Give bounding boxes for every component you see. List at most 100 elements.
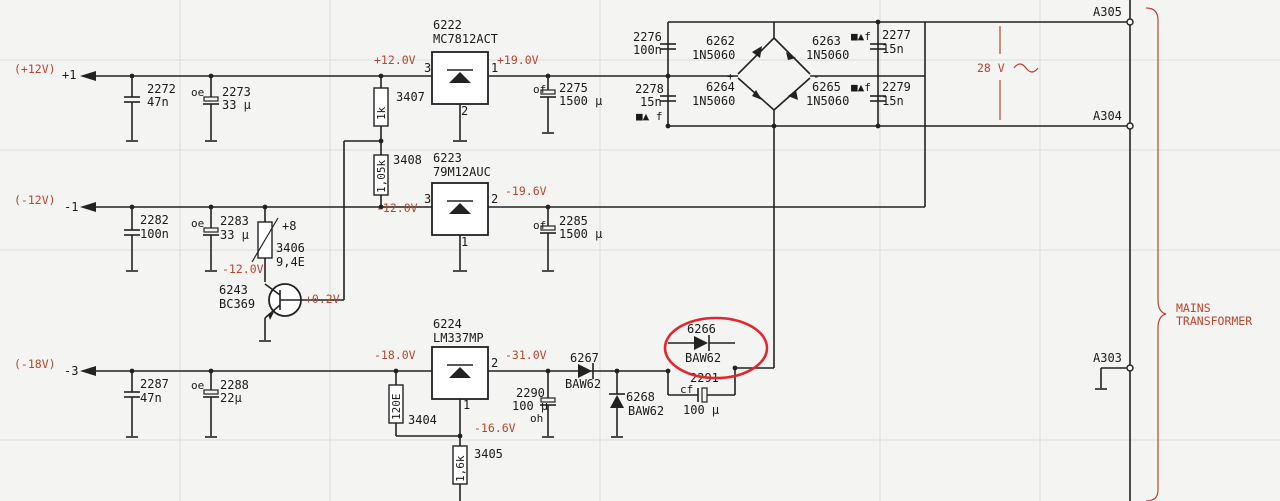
arrow-plus12 xyxy=(80,71,96,81)
output-minus18-label: (-18V) xyxy=(14,357,56,371)
output-plus12-pin: +1 xyxy=(62,68,76,82)
diode-6268: 6268 BAW62 xyxy=(609,371,664,438)
capacitor-2272: 2272 47n xyxy=(124,76,176,142)
arrow-minus18 xyxy=(80,366,96,376)
svg-text:oе: oе xyxy=(191,379,204,392)
diode-6262-part: 1N5060 xyxy=(692,48,735,62)
capacitor-2287: 2287 47n xyxy=(124,371,169,438)
svg-text:■▲f: ■▲f xyxy=(851,81,871,94)
svg-text:BAW62: BAW62 xyxy=(685,351,721,365)
svg-text:1500 μ: 1500 μ xyxy=(559,94,602,108)
resistor-3407: 1k 3407 xyxy=(373,76,425,155)
svg-text:47n: 47n xyxy=(140,391,162,405)
regulator-6222: 6222 MC7812ACT 3 1 2 xyxy=(424,18,498,142)
svg-text:2279: 2279 xyxy=(882,80,911,94)
svg-text:2: 2 xyxy=(491,356,498,370)
resistor-3405: 1,6k 3405 xyxy=(452,445,503,501)
svg-text:3: 3 xyxy=(424,192,431,206)
svg-text:9,4E: 9,4E xyxy=(276,255,305,269)
svg-text:2287: 2287 xyxy=(140,377,169,391)
svg-text:3408: 3408 xyxy=(393,153,422,167)
svg-text:+: + xyxy=(727,70,734,83)
diode-6262-ref: 6262 xyxy=(706,34,735,48)
svg-text:15n: 15n xyxy=(882,94,904,108)
capacitor-2285: of 2285 1500 μ xyxy=(533,207,602,272)
capacitor-2278: 2278 15n ■▲ f xyxy=(635,82,676,123)
svg-text:+8: +8 xyxy=(282,219,296,233)
svg-text:2278: 2278 xyxy=(635,82,664,96)
svg-text:oh: oh xyxy=(530,412,543,425)
svg-text:2275: 2275 xyxy=(559,81,588,95)
transformer-connectors: A305 A304 A303 xyxy=(1093,0,1134,501)
svg-text:■▲f: ■▲f xyxy=(851,30,871,43)
svg-text:120E: 120E xyxy=(390,394,403,421)
svg-text:2272: 2272 xyxy=(147,82,176,96)
svg-text:3405: 3405 xyxy=(474,447,503,461)
svg-text:2290: 2290 xyxy=(516,386,545,400)
diode-6263-ref: 6263 xyxy=(812,34,841,48)
svg-text:1: 1 xyxy=(461,235,468,249)
svg-text:MC7812ACT: MC7812ACT xyxy=(433,32,498,46)
svg-text:LM337MP: LM337MP xyxy=(433,331,484,345)
capacitor-2273: oе 2273 33 μ xyxy=(191,76,251,142)
svg-text:3406: 3406 xyxy=(276,241,305,255)
regulator-6224: 6224 LM337MP 2 1 xyxy=(431,317,498,446)
svg-text:of: of xyxy=(533,219,546,232)
transistor-6243: 6243 BC369 xyxy=(219,141,345,342)
svg-text:oе: oе xyxy=(191,217,204,230)
svg-text:100 μ: 100 μ xyxy=(512,399,548,413)
capacitor-2277: ■▲f 2277 15n xyxy=(851,28,911,56)
svg-text:cf: cf xyxy=(680,383,693,396)
svg-text:2: 2 xyxy=(461,104,468,118)
svg-text:33 μ: 33 μ xyxy=(222,98,251,112)
capacitor-2279: ■▲f 2279 15n xyxy=(851,80,911,108)
voltage-minus18: -18.0V xyxy=(374,348,416,362)
svg-text:A305: A305 xyxy=(1093,5,1122,19)
voltage-minus19: -19.6V xyxy=(505,184,547,198)
rail-plus12 xyxy=(96,73,671,79)
resistor-3404: 120E 3404 xyxy=(388,371,463,439)
transformer-name-line2: TRANSFORMER xyxy=(1176,314,1252,328)
svg-text:6243: 6243 xyxy=(219,283,248,297)
voltage-base: +0.2V xyxy=(305,292,340,306)
svg-text:oе: oе xyxy=(191,86,204,99)
diode-6265-part: 1N5060 xyxy=(806,94,849,108)
transformer-brace xyxy=(1145,7,1167,501)
svg-text:3: 3 xyxy=(424,61,431,75)
svg-text:BC369: BC369 xyxy=(219,297,255,311)
diode-6267: 6267 BAW62 xyxy=(565,351,601,391)
voltage-minus166: -16.6V xyxy=(474,421,516,435)
svg-text:2288: 2288 xyxy=(220,378,249,392)
svg-text:6267: 6267 xyxy=(570,351,599,365)
svg-text:1500 μ: 1500 μ xyxy=(559,227,602,241)
capacitor-2288: oе 2288 22μ xyxy=(191,371,249,438)
highlight-circle xyxy=(663,316,769,380)
capacitor-2282: 2282 100n xyxy=(124,207,169,272)
transformer-name-line1: MAINS xyxy=(1176,301,1211,315)
output-minus18-pin: -3 xyxy=(64,364,78,378)
resistor-3406: +8 3406 9,4E xyxy=(251,207,305,282)
svg-text:2276: 2276 xyxy=(633,30,662,44)
voltage-minus31: -31.0V xyxy=(505,348,547,362)
svg-text:1k: 1k xyxy=(375,106,388,120)
svg-text:100 μ: 100 μ xyxy=(683,403,719,417)
voltage-minus12-rail: -12.0V xyxy=(222,262,264,276)
diode-6266-network: 6266 BAW62 cf 2291 100 μ xyxy=(667,322,774,417)
svg-text:■▲ f: ■▲ f xyxy=(636,110,663,123)
svg-text:33 μ: 33 μ xyxy=(220,228,249,242)
regulator-6223: 6223 79M12AUC 3 2 1 xyxy=(424,151,498,272)
svg-text:1,6k: 1,6k xyxy=(454,455,467,482)
capacitor-2275: of 2275 1500 μ xyxy=(533,76,602,134)
svg-text:BAW62: BAW62 xyxy=(628,404,664,418)
output-minus12-pin: -1 xyxy=(64,200,78,214)
voltage-plus12: +12.0V xyxy=(374,53,416,67)
svg-text:79M12AUC: 79M12AUC xyxy=(433,165,491,179)
svg-text:3404: 3404 xyxy=(408,413,437,427)
resistor-3408: 1,05k 3408 xyxy=(373,153,422,207)
svg-text:of: of xyxy=(533,83,546,96)
svg-text:100n: 100n xyxy=(140,227,169,241)
ac-voltage-annotation: 28 V xyxy=(977,26,1039,120)
svg-text:15n: 15n xyxy=(640,95,662,109)
diode-6264-part: 1N5060 xyxy=(692,94,735,108)
